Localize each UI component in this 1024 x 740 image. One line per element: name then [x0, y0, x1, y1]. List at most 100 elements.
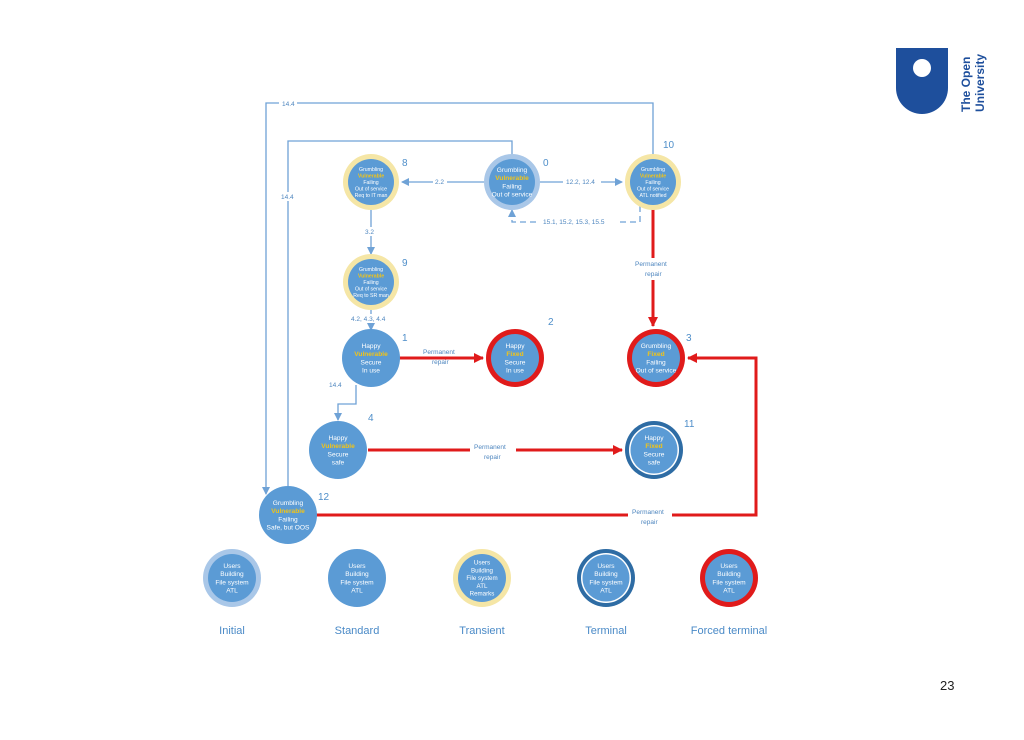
node-text-line: Failing	[645, 180, 660, 186]
node-text-line: Failing	[363, 180, 378, 186]
node-text-line: Fixed	[506, 351, 523, 358]
node-text-line: Vulnerable	[358, 273, 384, 279]
label-4-11-line1: Permanent	[474, 444, 506, 451]
node-text-line: Safe, but OOS	[267, 525, 310, 532]
label-top-14-4: 14.4	[282, 101, 295, 108]
node-fill	[705, 554, 753, 602]
node-text-line: Vulnerable	[358, 173, 384, 179]
node-text-line: ATL	[723, 588, 735, 595]
node-text-line: Users	[223, 563, 241, 570]
node-text-line: File system	[466, 575, 497, 582]
node-text-line: Happy	[644, 435, 664, 442]
edge-1-4	[334, 385, 357, 421]
node-text-line: Secure	[328, 451, 349, 458]
node-text-line: Vulnerable	[495, 175, 529, 182]
node-text-line: Grumbling	[641, 343, 672, 350]
node-text-line: Req to IT man	[355, 193, 388, 199]
node-text-line: File system	[589, 579, 623, 586]
node-fill	[630, 159, 676, 205]
node-text-line: Out of service	[355, 186, 387, 192]
node-text-line: Fixed	[645, 443, 662, 450]
node-text-line: ATL	[351, 588, 363, 595]
legend-label-transient: Transient	[459, 625, 504, 637]
label-10-3-line1: Permanent	[635, 261, 667, 268]
edge-10-12-top	[262, 102, 654, 495]
state-number-12: 12	[318, 492, 330, 503]
node-text-line: safe	[648, 460, 661, 467]
node-fill	[342, 329, 400, 387]
node-text-line: Grumbling	[359, 167, 383, 173]
node-text-line: Users	[474, 560, 490, 567]
node-text-line: Failing	[502, 183, 522, 190]
node-text-line: Failing	[278, 516, 298, 523]
node-text-line: Grumbling	[273, 500, 304, 507]
edge-0-12-left	[284, 140, 513, 495]
node-fill	[632, 334, 680, 382]
label-1-2-line2: repair	[432, 359, 449, 366]
node-text-line: Building	[471, 567, 494, 574]
node-text-line: Building	[345, 571, 369, 578]
node-text-line: ATL	[600, 588, 612, 595]
logo-shield-icon	[896, 48, 948, 114]
node-text-line: Vulnerable	[354, 351, 388, 358]
node-text-line: ATL	[477, 583, 488, 590]
node-text-line: Users	[597, 563, 615, 570]
node-text-line: Users	[348, 563, 366, 570]
state-number-8: 8	[402, 158, 408, 169]
edge-labels: 14.4 14.4 2.2 12.2, 12.4 15.1, 15.2, 15.…	[278, 99, 676, 528]
label-12-3-line1: Permanent	[632, 509, 664, 516]
label-0-8: 2.2	[435, 179, 444, 186]
state-number-10: 10	[663, 140, 675, 151]
node-text-line: Out of service	[492, 192, 533, 199]
node-fill	[328, 549, 386, 607]
label-1-2-line1: Permanent	[423, 349, 455, 356]
state-number-2: 2	[548, 317, 554, 328]
node-text-line: File system	[340, 579, 374, 586]
node-text-line: Remarks	[470, 591, 495, 598]
node-text-line: Happy	[505, 343, 525, 350]
node-text-line: Out of service	[355, 286, 387, 292]
node-text-line: Secure	[644, 451, 665, 458]
node-text-line: Grumbling	[641, 167, 665, 173]
label-1-4: 14.4	[329, 382, 342, 389]
node-text-line: Building	[220, 571, 244, 578]
node-text-line: Building	[594, 571, 618, 578]
node-fill	[491, 334, 539, 382]
label-10-3-line2: repair	[645, 271, 662, 278]
node-fill	[489, 159, 535, 205]
node-text-line: Out of service	[636, 368, 677, 375]
legend-label-terminal: Terminal	[585, 625, 627, 637]
legend-label-standard: Standard	[335, 625, 380, 637]
node-text-line: In use	[362, 368, 380, 375]
node-text-line: In use	[506, 368, 524, 375]
node-text-line: Out of service	[637, 186, 669, 192]
node-fill	[348, 159, 394, 205]
node-text-line: Vulnerable	[271, 508, 305, 515]
node-text-line: Users	[720, 563, 738, 570]
state-number-1: 1	[402, 333, 408, 344]
node-text-line: Secure	[505, 359, 526, 366]
node-text-line: Fixed	[647, 351, 664, 358]
label-8-9: 3.2	[365, 229, 374, 236]
page-number: 23	[940, 678, 955, 693]
state-number-4: 4	[368, 413, 374, 424]
logo-text-line1: The Open	[959, 57, 973, 112]
node-fill	[208, 554, 256, 602]
node-fill	[259, 486, 317, 544]
state-number-0: 0	[543, 158, 549, 169]
node-text-line: Happy	[328, 435, 348, 442]
